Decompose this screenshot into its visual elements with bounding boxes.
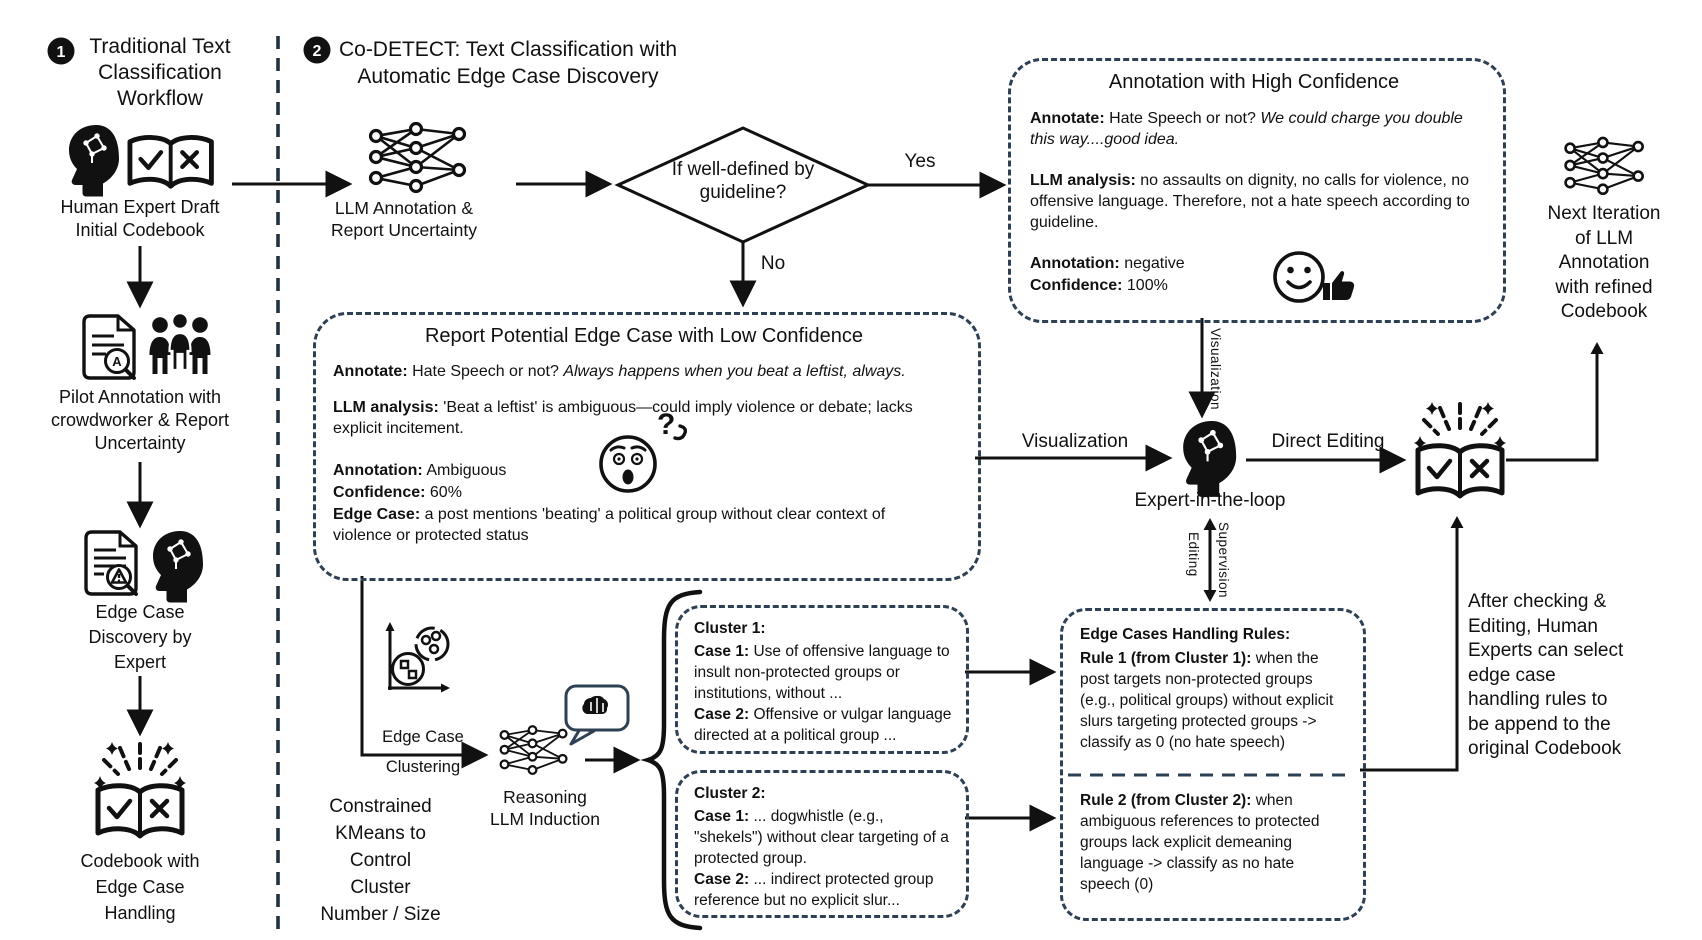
low-box-confidence: Confidence: 60% xyxy=(333,484,462,501)
kmeans-label: Constrained KMeans to Control Cluster Nu… xyxy=(320,796,441,925)
edge-case-document-icon xyxy=(84,530,138,596)
question-mark: ? xyxy=(657,408,675,441)
rule2: Rule 2 (from Cluster 2): when ambiguous … xyxy=(1080,792,1320,893)
cluster-brace xyxy=(640,589,703,931)
editing-label: Editing xyxy=(1186,532,1201,577)
reasoning-llm-icon xyxy=(499,725,568,775)
low-box-analysis: LLM analysis: 'Beat a leftist' is ambigu… xyxy=(333,399,913,437)
brain-icon xyxy=(582,695,609,715)
step1-label: Human Expert Draft Initial Codebook xyxy=(60,197,220,240)
no-label: No xyxy=(760,253,786,274)
step4-label: Codebook with Edge Case Handling xyxy=(80,851,200,923)
next-iteration-llm-icon xyxy=(1564,136,1644,196)
high-box-analysis: LLM analysis: no assaults on dignity, no… xyxy=(1030,172,1470,231)
line-lowbox-to-clustering xyxy=(360,576,489,769)
badge-2: 2 xyxy=(303,36,331,64)
smiley-icon xyxy=(1273,251,1325,303)
next-iteration-label: Next Iteration of LLM Annotation with re… xyxy=(1547,203,1661,322)
after-checking-note: After checking & Editing, Human Experts … xyxy=(1468,591,1624,759)
confused-face-icon: ? xyxy=(599,408,688,493)
human-expert-head-icon xyxy=(68,124,120,198)
decision-label: If well-defined by guideline? xyxy=(671,159,815,203)
low-box-annotate: Annotate: Hate Speech or not? Always hap… xyxy=(333,363,906,380)
clustering-scatter-icon xyxy=(385,622,450,693)
cluster2-title: Cluster 2: xyxy=(694,785,766,802)
magnifier-letter: A xyxy=(112,354,122,369)
rule1: Rule 1 (from Cluster 1): when the post t… xyxy=(1080,650,1334,751)
arrowheads xyxy=(1203,342,1604,602)
rules-title: Edge Cases Handling Rules: xyxy=(1080,626,1291,643)
step2-label: Pilot Annotation with crowdworker & Repo… xyxy=(50,387,230,453)
badge-1: 1 xyxy=(47,37,75,65)
visualization-vertical-label: Visualization xyxy=(1208,328,1223,411)
cluster2-body: Case 1: ... dogwhistle (e.g., "shekels")… xyxy=(694,808,949,909)
refined-codebook-icon xyxy=(1414,402,1506,496)
edge-case-arrow-label-bottom: Clustering xyxy=(385,758,461,776)
yes-label: Yes xyxy=(904,151,936,172)
supervision-label: Supervision xyxy=(1216,522,1231,599)
edge-case-arrow-label-top: Edge Case xyxy=(382,728,464,746)
expert-discovery-head-icon xyxy=(152,530,204,604)
decision-diamond xyxy=(614,126,872,244)
llm-node-label: LLM Annotation & Report Uncertainty xyxy=(331,198,477,240)
pilot-document-icon: A xyxy=(82,314,136,380)
high-box-title: Annotation with High Confidence xyxy=(1108,71,1400,93)
high-confidence-box xyxy=(1008,58,1506,323)
expert-in-loop-icon xyxy=(1182,419,1238,498)
low-box-annotation: Annotation: Ambiguous xyxy=(333,462,507,479)
svg-text:1: 1 xyxy=(57,44,66,61)
panel1-title: Traditional Text Classification Workflow xyxy=(89,35,231,110)
low-box-title: Report Potential Edge Case with Low Conf… xyxy=(424,325,864,347)
cluster1-title: Cluster 1: xyxy=(694,620,766,637)
low-confidence-box xyxy=(313,312,981,581)
panel2-title: Co-DETECT: Text Classification with Auto… xyxy=(338,38,678,88)
expert-in-loop-label: Expert-in-the-loop xyxy=(1134,490,1286,511)
cluster2-box xyxy=(675,770,969,918)
thumbs-up-icon xyxy=(1323,271,1355,300)
high-box-annotate: Annotate: Hate Speech or not? We could c… xyxy=(1030,110,1463,148)
step3-label: Edge Case Discovery by Expert xyxy=(88,602,192,672)
cluster1-body: Case 1: Use of offensive language to ins… xyxy=(694,643,952,744)
rules-box xyxy=(1060,608,1366,921)
connectors xyxy=(126,170,1599,832)
direct-editing-label: Direct Editing xyxy=(1271,431,1385,452)
llm-annotation-icon xyxy=(368,121,467,194)
codebook-edge-handling-icon xyxy=(94,742,186,836)
reasoning-llm-label: Reasoning LLM Induction xyxy=(490,787,600,829)
cluster1-box xyxy=(675,605,969,754)
initial-codebook-icon xyxy=(130,137,211,186)
svg-text:2: 2 xyxy=(313,43,322,60)
low-box-edge-case: Edge Case: a post mentions 'beating' a p… xyxy=(333,506,886,544)
crowdworkers-icon xyxy=(149,312,211,374)
line-rules-to-book xyxy=(1360,522,1459,772)
visualization-label: Visualization xyxy=(1021,431,1129,452)
brain-speech-bubble-icon xyxy=(564,684,630,746)
line-book-to-nextiter xyxy=(1506,348,1599,462)
high-box-annotation: Annotation: negative xyxy=(1030,255,1185,272)
high-box-confidence: Confidence: 100% xyxy=(1030,277,1168,294)
